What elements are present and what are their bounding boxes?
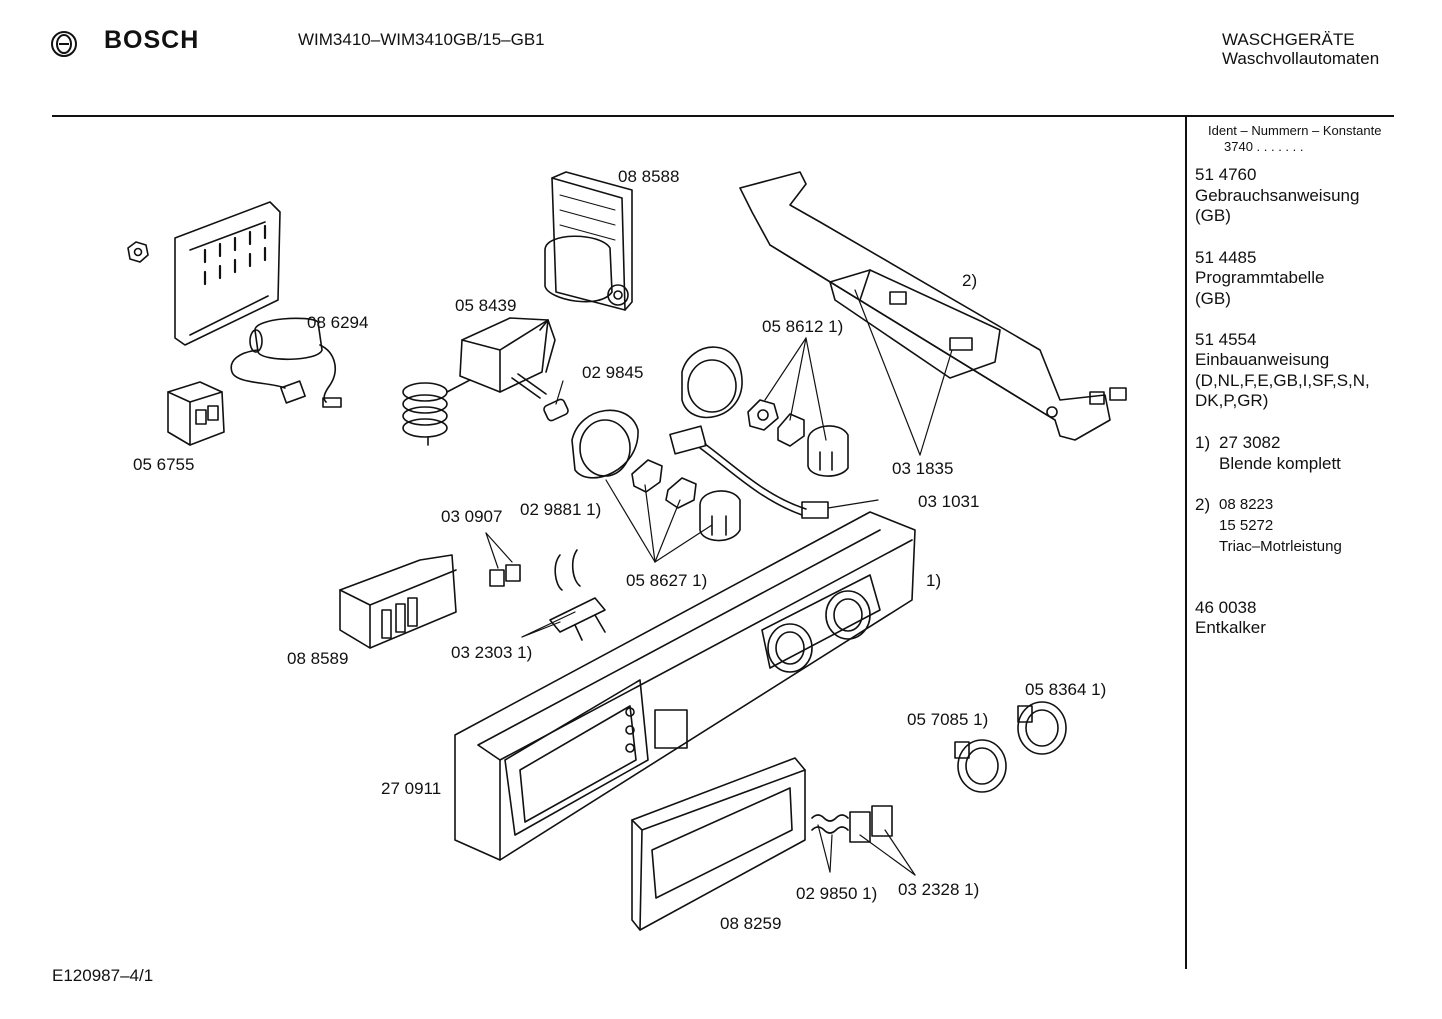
bracket-part xyxy=(739,171,1127,441)
ident-title: Ident – Nummern – Konstante xyxy=(1208,123,1382,138)
doc-number: 51 4760 xyxy=(1195,165,1257,184)
part-label: 05 8364 1) xyxy=(1025,680,1107,699)
model-number: WIM3410–WIM3410GB/15–GB1 xyxy=(298,30,545,49)
drawer-front-part xyxy=(631,757,806,931)
note-text: Blende komplett xyxy=(1219,454,1341,473)
note-marker: 2) xyxy=(1195,495,1211,514)
control-panel-fascia-part xyxy=(454,511,916,861)
clip-part xyxy=(489,564,521,587)
brand-name: BOSCH xyxy=(104,26,200,54)
note-number: 15 5272 xyxy=(1219,517,1274,534)
leader-lines xyxy=(485,289,953,876)
part-label: 05 7085 1) xyxy=(907,710,989,729)
note-number: 08 8223 xyxy=(1219,496,1274,513)
part-label: 03 2303 1) xyxy=(451,643,533,662)
doc-language: (GB) xyxy=(1195,289,1231,308)
category-subtitle: Waschvollautomaten xyxy=(1222,49,1380,68)
doc-title: Einbauanweisung xyxy=(1195,350,1330,369)
part-label: 08 8259 xyxy=(720,914,782,933)
door-lock-part xyxy=(459,317,556,399)
part-label: 1) xyxy=(926,571,942,590)
capacitor-part xyxy=(230,317,342,408)
note-number: 27 3082 xyxy=(1219,433,1281,452)
contact-bridge-part xyxy=(549,597,606,641)
bosch-logo-icon xyxy=(51,31,77,57)
mounting-plate-part xyxy=(174,201,281,346)
knob-housing-part xyxy=(571,409,639,479)
part-label: 27 0911 xyxy=(381,779,442,798)
doc-number: 51 4485 xyxy=(1195,248,1257,267)
spring-part xyxy=(811,814,849,834)
part-label: 03 0907 xyxy=(441,507,503,526)
ident-value: 3740 . . . . . . . xyxy=(1224,139,1304,154)
switch-contact-part xyxy=(849,805,893,843)
part-label: 05 8612 1) xyxy=(762,317,844,336)
part-label: 08 8589 xyxy=(287,649,349,668)
timer-part xyxy=(544,171,633,311)
switch-body-part xyxy=(699,425,849,542)
doc-language: DK,P,GR) xyxy=(1195,391,1269,410)
knob-housing-large-part xyxy=(681,346,743,419)
nut-part xyxy=(127,241,149,263)
note-marker: 1) xyxy=(1195,433,1211,452)
part-label: 2) xyxy=(962,271,978,290)
drawing-code: E120987–4/1 xyxy=(52,966,154,985)
part-label: 02 9850 1) xyxy=(796,884,878,903)
doc-number: 51 4554 xyxy=(1195,330,1257,349)
coil-part xyxy=(402,379,471,446)
washer-part xyxy=(631,399,805,509)
exploded-parts-diagram xyxy=(127,171,1127,931)
note-text: Triac–Motrleistung xyxy=(1219,538,1342,555)
part-label: 02 9845 xyxy=(582,363,644,382)
part-label: 02 9881 1) xyxy=(520,500,602,519)
sidebar-divider xyxy=(1185,117,1187,969)
part-label: 05 6755 xyxy=(133,455,195,474)
pcb-module-part xyxy=(339,554,457,649)
connector-cable-part xyxy=(669,425,829,519)
doc-title: Programmtabelle xyxy=(1195,268,1325,287)
coupling-part xyxy=(543,398,569,422)
part-label: 03 1031 xyxy=(918,492,980,511)
part-label: 05 8439 xyxy=(455,296,517,315)
part-label: 03 2328 1) xyxy=(898,880,980,899)
doc-title: Entkalker xyxy=(1195,618,1266,637)
category-title: WASCHGERÄTE xyxy=(1222,30,1355,49)
header-divider xyxy=(52,115,1394,117)
doc-title: Gebrauchsanweisung xyxy=(1195,186,1360,205)
doc-number: 46 0038 xyxy=(1195,598,1257,617)
doc-language: (GB) xyxy=(1195,206,1231,225)
part-label: 08 8588 xyxy=(618,167,680,186)
doc-language: (D,NL,F,E,GB,I,SF,S,N, xyxy=(1195,371,1370,390)
suppressor-part xyxy=(167,381,225,446)
part-label: 08 6294 xyxy=(307,313,369,332)
knob-part xyxy=(954,701,1067,793)
part-label: 05 8627 1) xyxy=(626,571,708,590)
contact-spring-part xyxy=(554,549,581,591)
part-label: 03 1835 xyxy=(892,459,954,478)
